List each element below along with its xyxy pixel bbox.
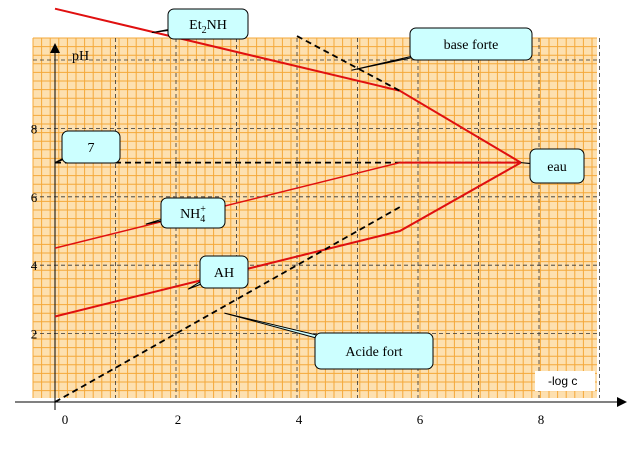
y-ticks: 2 4 6 8 [31,121,38,341]
callout-label: AH [214,266,234,281]
callout-box [314,332,434,370]
x-tick-label: 6 [417,412,424,427]
callout-label: 7 [88,141,95,156]
callout-label: base forte [444,38,499,53]
x-axis-label-bg [535,371,595,391]
x-ticks: 0 2 4 6 8 [62,412,545,427]
callout-box [61,130,121,164]
callout-ah: AH [187,255,249,290]
major-grid [33,38,600,398]
callout-box [160,197,226,229]
callout-label: eau [547,160,566,175]
series-line [54,161,401,249]
y-tick-label: 2 [31,327,38,342]
callout-acide-fort: Acide fort [224,312,434,370]
callout-et2nh: Et2NH [151,8,249,40]
x-tick-label: 8 [538,412,545,427]
x-tick-label: 0 [62,412,69,427]
x-axis-label: -log c [548,374,577,388]
callout-label: Et2NH [189,18,227,36]
callout-eau: eau [520,148,585,184]
callout-base-forte: base forte [351,27,533,71]
callout-label: Acide fort [345,345,402,360]
x-tick-label: 4 [296,412,303,427]
callout-label: NH4+ [180,204,206,225]
y-tick-label: 6 [31,190,38,205]
y-tick-label: 8 [31,121,38,136]
x-tick-label: 2 [175,412,182,427]
series-line [54,206,401,403]
callout-nh4: NH4+ [145,197,226,229]
callout-box [199,255,249,289]
callout-box [529,148,585,184]
callout-box [167,8,249,40]
y-axis-label: pH [72,49,89,64]
y-tick-label: 4 [31,258,38,273]
callout-seven: 7 [54,130,121,164]
series-line [54,161,522,318]
callout-box [409,27,533,61]
